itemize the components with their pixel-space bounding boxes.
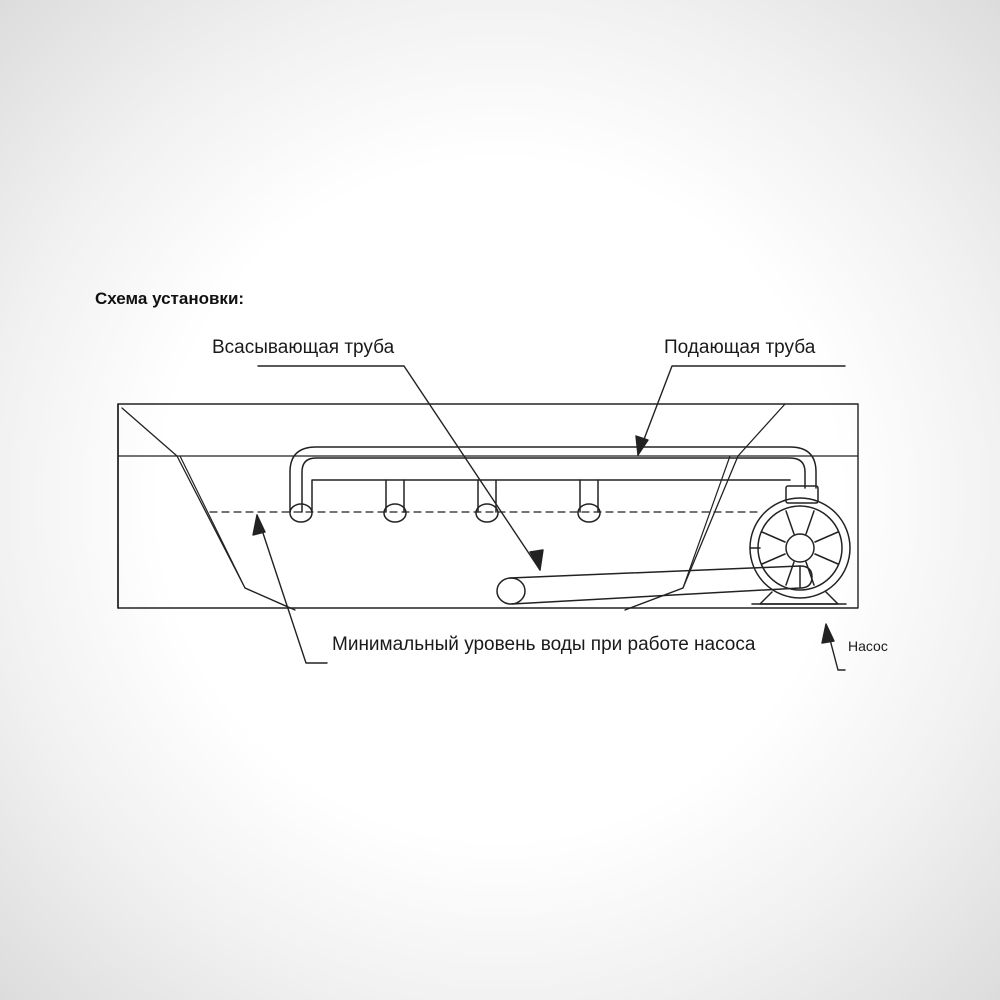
min-water-level-label: Минимальный уровень воды при работе насо…	[332, 634, 756, 655]
suction-pipe-label: Всасывающая труба	[212, 337, 395, 358]
diagram-title: Схема установки:	[95, 289, 245, 308]
pump-label: Насос	[848, 638, 888, 654]
supply-pipe	[289, 446, 819, 523]
pump-icon	[749, 497, 851, 605]
supply-pipe-label: Подающая труба	[664, 337, 816, 358]
annotation-arrows	[252, 365, 846, 671]
pool-tank	[117, 403, 859, 611]
